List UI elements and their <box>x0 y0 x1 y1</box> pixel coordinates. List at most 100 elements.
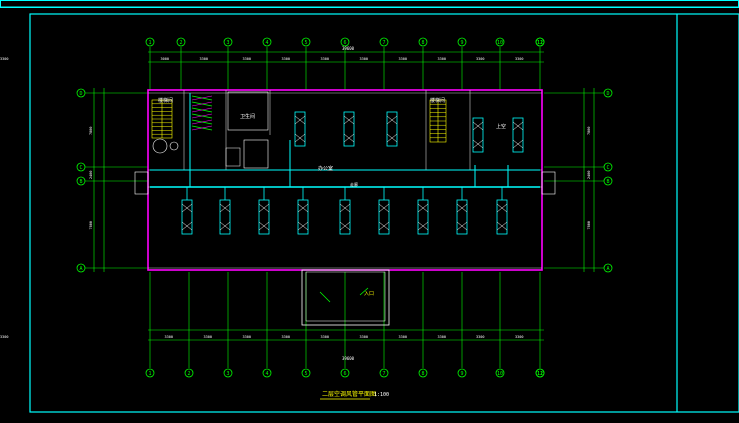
col-bubble-top-circle <box>535 37 545 47</box>
column-round <box>152 138 168 154</box>
lobby-label: 上空 <box>496 123 506 130</box>
col-bubble-bottom-label: 12 <box>537 371 543 377</box>
col-bubble-bottom-label: 4 <box>265 371 268 377</box>
fan-coil-unit-lower-x4 <box>417 221 429 231</box>
fan-coil-unit-upper-body <box>472 117 484 153</box>
left-bay-dim: 2400 <box>89 171 93 179</box>
stair-right-label: 楼梯间 <box>430 97 445 104</box>
corridor-label: 走廊 <box>350 181 358 187</box>
fan-coil-unit-upper-x2 <box>472 121 484 131</box>
entrance-arrow <box>359 287 369 296</box>
fan-coil-unit-upper-x4 <box>472 139 484 149</box>
row-bubble-right-circle <box>603 88 613 98</box>
fan-coil-unit-lower-x4 <box>456 221 468 231</box>
row-bubble-left-label: C <box>79 165 82 171</box>
drawing-scale: 1:100 <box>374 392 389 398</box>
col-bubble-top-label: 6 <box>343 40 346 46</box>
shaft-room <box>243 139 269 169</box>
fan-coil-unit-upper-x2 <box>343 115 355 125</box>
fan-coil-unit-lower-x4 <box>297 221 309 231</box>
fan-coil-unit-lower <box>258 199 270 235</box>
bottom-total-dim: 39600 <box>342 356 355 361</box>
fan-coil-unit-lower-body <box>297 199 309 235</box>
col-bubble-top-label: 11 <box>537 40 543 46</box>
col-bubble-bottom-circle <box>379 368 389 378</box>
fan-coil-unit-lower-x4 <box>258 221 270 231</box>
fan-coil-unit-upper <box>343 111 355 147</box>
fan-coil-unit-lower <box>219 199 231 235</box>
top-bay-dim: 3300 <box>399 57 407 61</box>
top-total-dim: 39600 <box>342 46 355 51</box>
row-bubble-left-circle <box>76 176 86 186</box>
top-bay-dim: 3300 <box>243 57 251 61</box>
fan-coil-unit-lower-x4 <box>181 221 193 231</box>
fan-coil-unit-lower-body <box>378 199 390 235</box>
fan-coil-unit-lower-x4 <box>219 221 231 231</box>
col-bubble-top-label: 4 <box>265 40 268 46</box>
col-bubble-bottom-circle <box>223 368 233 378</box>
fan-coil-unit-upper <box>294 111 306 147</box>
col-bubble-bottom-circle <box>495 368 505 378</box>
bottom-bay-dim: 3300 <box>399 335 407 339</box>
top-bay-dim: 3300 <box>0 57 8 61</box>
outer-frame <box>0 0 739 8</box>
col-bubble-bottom-label: 5 <box>304 371 307 377</box>
col-bubble-bottom-circle <box>184 368 194 378</box>
row-bubble-right-circle <box>603 176 613 186</box>
toilet-label: 卫生间 <box>240 113 255 120</box>
col-bubble-bottom-label: 7 <box>382 371 385 377</box>
fan-coil-unit-lower-x4 <box>378 221 390 231</box>
fan-coil-unit-lower-x2 <box>339 203 351 213</box>
col-bubble-bottom-circle <box>340 368 350 378</box>
col-bubble-top-circle <box>223 37 233 47</box>
fan-coil-unit-lower-x2 <box>181 203 193 213</box>
top-bay-dim: 3300 <box>438 57 446 61</box>
col-bubble-bottom-label: 11 <box>537 371 543 377</box>
row-bubble-right-label: D <box>606 91 609 97</box>
fan-coil-unit-upper <box>512 117 524 153</box>
fan-coil-unit-lower-body <box>181 199 193 235</box>
row-bubble-right-circle <box>603 162 613 172</box>
top-bay-dim: 3300 <box>321 57 329 61</box>
col-bubble-top-circle <box>176 37 186 47</box>
fan-coil-unit-lower <box>339 199 351 235</box>
col-bubble-top-circle <box>145 37 155 47</box>
fan-coil-unit-lower <box>496 199 508 235</box>
entrance-canopy-inner <box>305 271 386 322</box>
fan-coil-unit-lower-body <box>456 199 468 235</box>
fan-coil-unit-lower-x2 <box>456 203 468 213</box>
fan-coil-unit-upper-x2 <box>386 115 398 125</box>
fan-coil-unit-lower <box>181 199 193 235</box>
top-bay-dim: 3300 <box>360 57 368 61</box>
exhaust-fan-blade <box>191 119 213 125</box>
col-bubble-top-label: 12 <box>537 40 543 46</box>
fan-coil-unit-lower-body <box>496 199 508 235</box>
top-bay-dim: 3300 <box>515 57 523 61</box>
col-bubble-bottom-label: 10 <box>497 371 503 377</box>
bottom-bay-dim: 3300 <box>165 335 173 339</box>
top-bay-dim: 3000 <box>161 57 169 61</box>
top-bay-dim: 3300 <box>282 57 290 61</box>
left-bay-dim: 7800 <box>89 127 93 135</box>
col-bubble-bottom-label: 8 <box>421 371 424 377</box>
fan-coil-unit-lower-x2 <box>378 203 390 213</box>
fan-coil-unit-lower-body <box>417 199 429 235</box>
bottom-bay-dim: 3300 <box>360 335 368 339</box>
exhaust-fan-blade <box>191 107 213 113</box>
fan-coil-unit-lower-body <box>339 199 351 235</box>
col-bubble-top-circle <box>262 37 272 47</box>
fan-coil-unit-upper-body <box>386 111 398 147</box>
stair-left <box>151 99 173 139</box>
entrance-canopy-outer <box>301 269 390 326</box>
fan-coil-unit-lower-body <box>219 199 231 235</box>
fan-coil-unit-lower-x4 <box>339 221 351 231</box>
col-bubble-top-circle <box>457 37 467 47</box>
drawing-border <box>29 13 739 413</box>
col-bubble-bottom-circle <box>535 368 545 378</box>
col-bubble-top-label: 10 <box>497 40 503 46</box>
col-bubble-bottom-label: 1 <box>148 371 151 377</box>
bottom-bay-dim: 3300 <box>243 335 251 339</box>
col-bubble-top-circle <box>418 37 428 47</box>
